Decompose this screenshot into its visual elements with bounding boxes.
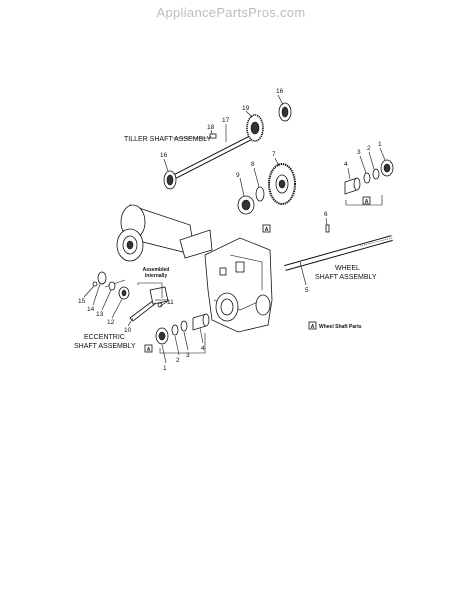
callout-7: 7 bbox=[272, 151, 276, 158]
tiller-shaft-assembly-label: TILLER SHAFT ASSEMBLY bbox=[124, 136, 212, 143]
eccentric-parts bbox=[92, 271, 169, 322]
callout-12: 12 bbox=[107, 319, 115, 326]
assembled-note-line1: Assembled bbox=[143, 267, 170, 273]
wheel-shaft-5 bbox=[284, 235, 393, 271]
assembled-note-line2: Internally bbox=[145, 273, 167, 279]
callout-3-left: 3 bbox=[186, 352, 190, 359]
callout-16b: 16 bbox=[160, 152, 168, 159]
legend: A Wheel Shaft Parts bbox=[308, 321, 362, 330]
callout-6: 6 bbox=[324, 211, 328, 218]
bracket-assembled bbox=[149, 286, 169, 305]
callout-1-right: 1 bbox=[378, 141, 382, 148]
eccentric-label-line2: SHAFT ASSEMBLY bbox=[74, 343, 136, 350]
bushing-4-left bbox=[192, 313, 210, 331]
callout-8: 8 bbox=[251, 161, 255, 168]
seal-1-left bbox=[155, 327, 169, 345]
bearing-16-lower bbox=[163, 170, 177, 190]
legend-symbol: A bbox=[311, 324, 315, 330]
ref-marker-a3: A bbox=[144, 344, 153, 353]
legend-text: Wheel Shaft Parts bbox=[319, 324, 362, 330]
bearing-16-upper bbox=[278, 102, 292, 122]
callout-17: 17 bbox=[222, 117, 230, 124]
svg-text:A: A bbox=[147, 347, 151, 353]
ref-marker-a2: A bbox=[262, 224, 271, 233]
hub-9 bbox=[237, 195, 255, 215]
callout-15: 15 bbox=[78, 298, 86, 305]
callout-10: 10 bbox=[124, 327, 132, 334]
svg-text:A: A bbox=[365, 199, 369, 205]
wheel-label-line1: WHEEL bbox=[335, 265, 360, 272]
callout-5: 5 bbox=[305, 287, 309, 294]
eccentric-label-line1: ECCENTRIC bbox=[84, 334, 125, 341]
screw-15 bbox=[92, 281, 98, 287]
key-6 bbox=[325, 224, 330, 233]
callout-11: 11 bbox=[167, 299, 174, 306]
bushing-4-right bbox=[344, 177, 361, 195]
callout-18: 18 bbox=[207, 124, 215, 131]
washer-2-left bbox=[171, 324, 179, 336]
key-18 bbox=[209, 133, 217, 139]
ref-marker-a1: A bbox=[362, 196, 371, 205]
tiller-shaft bbox=[170, 129, 264, 181]
callout-9: 9 bbox=[236, 172, 240, 179]
washer-13 bbox=[108, 281, 116, 291]
callout-14: 14 bbox=[87, 306, 95, 313]
callout-4-left: 4 bbox=[201, 345, 205, 352]
callout-4-right: 4 bbox=[344, 161, 348, 168]
wheel-label-line2: SHAFT ASSEMBLY bbox=[315, 274, 377, 281]
svg-text:A: A bbox=[265, 227, 269, 233]
gear-19 bbox=[246, 114, 264, 142]
watermark: AppliancePartsPros.com bbox=[157, 5, 306, 20]
callout-13: 13 bbox=[96, 311, 104, 318]
callout-numbers: 16 19 18 17 16 7 8 9 1 2 3 4 6 5 11 15 1… bbox=[78, 88, 382, 372]
washer-2-right bbox=[372, 168, 380, 180]
callout-3-right: 3 bbox=[357, 149, 361, 156]
callout-16a: 16 bbox=[276, 88, 284, 95]
callout-2-left: 2 bbox=[176, 357, 180, 364]
callout-2-right: 2 bbox=[367, 145, 371, 152]
transmission-housing bbox=[116, 204, 273, 333]
gear-7 bbox=[268, 163, 296, 205]
collar-14 bbox=[97, 271, 107, 285]
seal-1-right bbox=[380, 159, 394, 177]
washer-3-left bbox=[180, 320, 188, 332]
callout-1-left: 1 bbox=[163, 365, 167, 372]
callout-19: 19 bbox=[242, 105, 250, 112]
legend-symbol-box bbox=[308, 321, 317, 330]
washer-3-right bbox=[363, 172, 371, 184]
washer-8 bbox=[255, 186, 265, 202]
leader-lines bbox=[83, 94, 386, 364]
